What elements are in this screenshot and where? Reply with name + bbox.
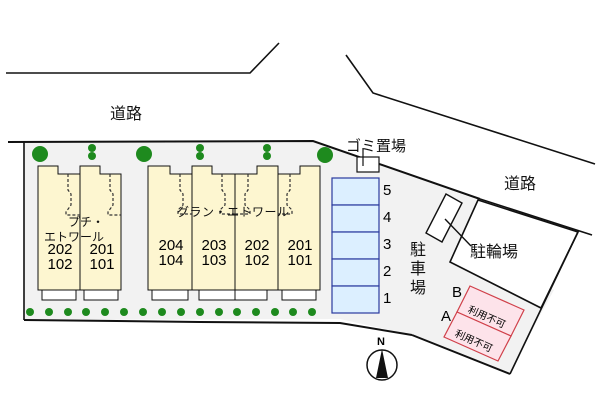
space-b-label: B (452, 284, 463, 301)
trees (26, 144, 333, 316)
lot-boundary-top (7, 139, 481, 200)
building-petit-etoile (37, 165, 122, 301)
lot-boundary-bottom (23, 319, 413, 336)
parking-space-3[interactable] (331, 231, 380, 260)
unit-201-101-b[interactable]: 201 101 (287, 237, 313, 269)
road-edge-right (345, 54, 596, 165)
space-a[interactable] (443, 311, 512, 362)
road-edge-top (6, 42, 280, 74)
building-1-name-line1: プチ・ (68, 215, 105, 229)
unit-202-102[interactable]: 202 102 (47, 241, 73, 273)
lot-boundary-diagonal (411, 334, 511, 375)
parking-number-1: 1 (383, 290, 392, 307)
unavailable-spaces (443, 285, 525, 362)
bicycle-parking-label: 駐輪場 (470, 242, 519, 261)
parking-number-5: 5 (383, 182, 392, 199)
garbage-label: ゴミ置場 (346, 137, 407, 155)
parking-spaces (331, 177, 380, 314)
parking-lot-label: 駐 車 場 (410, 240, 427, 297)
parking-space-1[interactable] (331, 285, 380, 314)
parking-space-5[interactable] (331, 177, 380, 206)
parking-space-2[interactable] (331, 258, 380, 287)
bicycle-rack (425, 193, 463, 243)
tree-icon (32, 146, 48, 162)
unit-202-102-b[interactable]: 202 102 (244, 237, 270, 269)
compass-icon (366, 349, 398, 381)
tree-icon (136, 146, 152, 162)
space-a-status: 利用不可 (452, 328, 494, 355)
unit-203-103[interactable]: 203 103 (201, 237, 227, 269)
tree-icon (317, 147, 333, 163)
unit-201-101[interactable]: 201 101 (89, 241, 115, 273)
building-1-name-line2: エトワール (44, 230, 105, 244)
bicycle-boundary-right (509, 231, 579, 375)
building-2-name: グラン・エトワール (177, 205, 290, 219)
road-label-top: 道路 (110, 104, 143, 123)
unit-204-104[interactable]: 204 104 (158, 237, 184, 269)
parking-number-3: 3 (383, 236, 392, 253)
parking-number-2: 2 (383, 263, 392, 280)
road-edge-right-2 (479, 198, 593, 236)
compass-north-label: N (377, 336, 385, 348)
bicycle-leader-line (444, 218, 472, 247)
space-b-status: 利用不可 (465, 304, 507, 331)
parking-number-4: 4 (383, 209, 392, 226)
space-a-label: A (441, 308, 452, 325)
road-label-right: 道路 (504, 174, 537, 193)
building-grand-etoile (147, 165, 321, 301)
